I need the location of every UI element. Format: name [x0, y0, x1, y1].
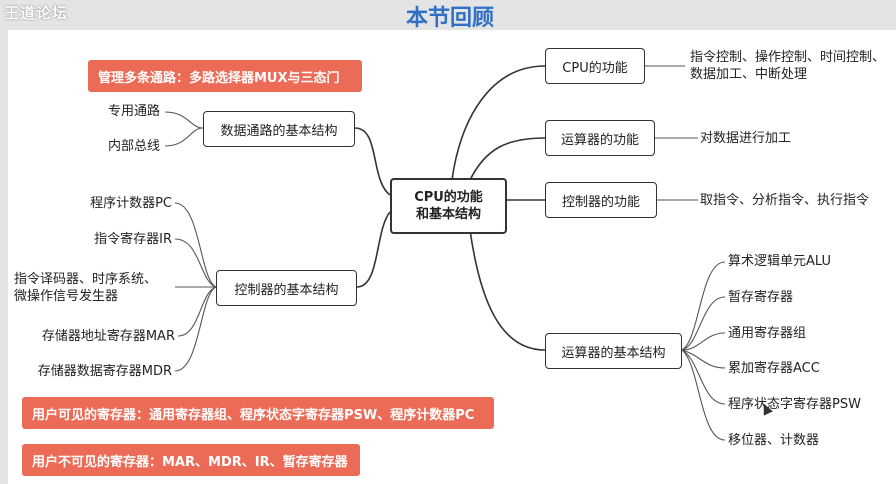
alu-leaf-alu: 算术逻辑单元ALU	[728, 254, 832, 269]
link-alu-2	[681, 296, 726, 351]
node-controller-structure[interactable]: 控制器的基本结构	[216, 270, 357, 306]
link-root-cpu-function	[451, 65, 546, 181]
cpu-function-detail-line2: 数据加工、中断处理	[690, 67, 808, 82]
top-bar: 王道论坛 本节回顾	[0, 0, 896, 31]
ctrl-leaf-decoder-line2: 微操作信号发生器	[14, 289, 119, 304]
cpu-function-detail-line1: 指令控制、操作控制、时间控制、	[690, 50, 886, 65]
alu-function-detail: 对数据进行加工	[700, 131, 792, 146]
alu-leaf-acc: 累加寄存器ACC	[728, 361, 820, 376]
link-root-alu-function	[469, 137, 546, 181]
ctrl-leaf-mar: 存储器地址寄存器MAR	[41, 329, 175, 344]
alu-leaf-temp: 暂存寄存器	[728, 290, 794, 305]
link-alu-4	[681, 349, 726, 369]
link-ctrl-1	[174, 202, 217, 288]
note-invisible-registers: 用户不可见的寄存器：MAR、MDR、IR、暂存寄存器	[22, 444, 360, 476]
note-mux: 管理多条通路：多路选择器MUX与三态门	[88, 60, 362, 92]
link-alu-5	[681, 349, 726, 405]
root-line1: CPU的功能	[414, 190, 483, 205]
node-cpu-function[interactable]: CPU的功能	[545, 48, 645, 84]
ctrl-leaf-decoder-line1: 指令译码器、时序系统、	[14, 272, 158, 287]
ctrl-leaf-pc: 程序计数器PC	[90, 196, 172, 211]
link-root-alu-structure	[469, 229, 546, 351]
ctrl-leaf-mdr: 存储器数据寄存器MDR	[37, 364, 172, 379]
link-ctrl-4	[177, 286, 217, 337]
ctrl-leaf-ir: 指令寄存器IR	[94, 232, 172, 247]
root-node[interactable]: CPU的功能 和基本结构	[390, 178, 507, 234]
node-alu-structure[interactable]: 运算器的基本结构	[545, 333, 682, 369]
alu-leaf-gpr: 通用寄存器组	[728, 326, 807, 341]
forum-watermark: 王道论坛	[4, 4, 69, 22]
note-visible-registers: 用户可见的寄存器：通用寄存器组、程序状态字寄存器PSW、程序计数器PC	[22, 397, 494, 429]
slide-title: 本节回顾	[405, 5, 494, 31]
link-alu-1	[681, 261, 726, 351]
datapath-leaf-internal-bus: 内部总线	[107, 139, 160, 154]
node-control-function[interactable]: 控制器的功能	[545, 182, 657, 218]
link-ctrl-5	[174, 286, 217, 372]
link-datapath-2	[164, 127, 204, 147]
link-ctrl-2	[174, 238, 217, 288]
node-datapath[interactable]: 数据通路的基本结构	[203, 111, 355, 147]
cpu-function-detail: 指令控制、操作控制、时间控制、 数据加工、中断处理	[690, 49, 885, 83]
link-root-controller	[356, 211, 391, 288]
link-root-datapath	[354, 127, 391, 196]
link-alu-3	[681, 332, 726, 351]
datapath-leaf-dedicated: 专用通路	[107, 104, 160, 119]
control-function-detail: 取指令、分析指令、执行指令	[700, 193, 870, 208]
alu-leaf-shifter: 移位器、计数器	[728, 433, 820, 448]
node-alu-function[interactable]: 运算器的功能	[545, 120, 655, 156]
link-datapath-1	[164, 111, 204, 129]
ctrl-leaf-decoder: 指令译码器、时序系统、 微操作信号发生器	[14, 271, 157, 305]
alu-leaf-psw: 程序状态字寄存器PSW	[728, 397, 861, 412]
link-alu-6	[681, 349, 726, 441]
root-line2: 和基本结构	[415, 207, 481, 222]
